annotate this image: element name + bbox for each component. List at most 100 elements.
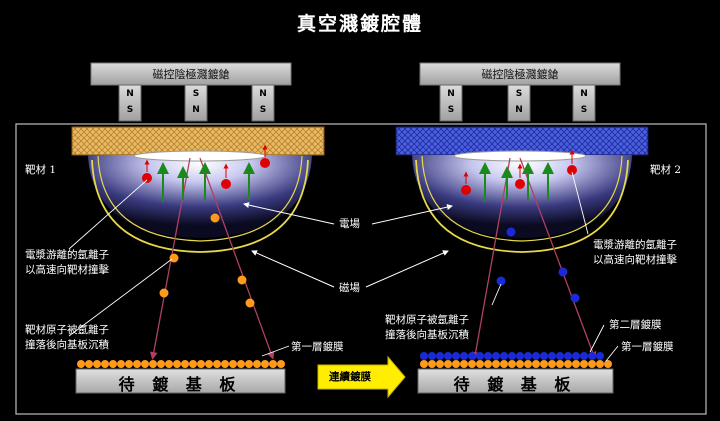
film-atom bbox=[500, 360, 508, 368]
film-atom bbox=[444, 352, 452, 360]
film-atom bbox=[476, 360, 484, 368]
continuous-deposition-arrow bbox=[317, 355, 406, 399]
magnetron-label-left: 磁控陰極濺鍍鎗 bbox=[152, 68, 230, 81]
film-atom bbox=[572, 352, 580, 360]
second-film-layer bbox=[420, 352, 604, 360]
magnet-pole-s: S bbox=[192, 89, 200, 99]
magnet-pole-s: S bbox=[126, 105, 134, 115]
film-atom bbox=[516, 352, 524, 360]
film-atom bbox=[580, 352, 588, 360]
film-atom bbox=[460, 360, 468, 368]
target-2 bbox=[395, 126, 649, 156]
atom-label-right-line2: 撞落後向基板沉積 bbox=[385, 329, 469, 341]
page-title: 真空濺鍍腔體 bbox=[296, 13, 423, 35]
film-atom bbox=[205, 360, 213, 368]
film-atom bbox=[117, 360, 125, 368]
magnet-pole-s: S bbox=[259, 105, 267, 115]
film-atom bbox=[500, 352, 508, 360]
film-atom bbox=[85, 360, 93, 368]
target-1-label: 靶材 1 bbox=[25, 164, 57, 176]
film-atom bbox=[532, 352, 540, 360]
film-atom bbox=[253, 360, 261, 368]
film-atom bbox=[221, 360, 229, 368]
atom-label-left-line2: 撞落後向基板沉積 bbox=[25, 339, 109, 351]
ion-label-right-line2: 以高速向靶材撞擊 bbox=[593, 254, 677, 266]
film-atom bbox=[532, 360, 540, 368]
film-atom bbox=[213, 360, 221, 368]
magnet-pole-n: N bbox=[580, 89, 588, 99]
film-atom bbox=[452, 352, 460, 360]
film-atom bbox=[101, 360, 109, 368]
film-atom bbox=[508, 352, 516, 360]
film-atom bbox=[596, 352, 604, 360]
film-atom bbox=[556, 352, 564, 360]
film-atom bbox=[548, 352, 556, 360]
film-atom bbox=[524, 360, 532, 368]
electric-field-label: 電場 bbox=[339, 218, 360, 230]
film-atom bbox=[564, 360, 572, 368]
target-2-label: 靶材 2 bbox=[650, 164, 682, 176]
film-atom bbox=[444, 360, 452, 368]
substrate-label-left: 待 鍍 基 板 bbox=[118, 375, 242, 394]
magnet-pole-s: S bbox=[580, 105, 588, 115]
continuous-deposition-label: 連續鍍膜 bbox=[329, 371, 371, 383]
film-atom bbox=[484, 352, 492, 360]
film-atom bbox=[149, 360, 157, 368]
film-atom bbox=[189, 360, 197, 368]
film-atom bbox=[596, 360, 604, 368]
film-atom bbox=[197, 360, 205, 368]
substrate-label-right: 待 鍍 基 板 bbox=[453, 375, 577, 394]
film-atom bbox=[540, 360, 548, 368]
film-atom bbox=[580, 360, 588, 368]
magnet-pole-n: N bbox=[447, 89, 455, 99]
plasma-region-left bbox=[88, 155, 312, 238]
film-atom bbox=[492, 352, 500, 360]
film-atom bbox=[109, 360, 117, 368]
magnetic-field-label: 磁場 bbox=[339, 282, 360, 294]
film-atom bbox=[548, 360, 556, 368]
film-atom bbox=[157, 360, 165, 368]
film-atom bbox=[420, 360, 428, 368]
film-atom bbox=[237, 360, 245, 368]
film-atom bbox=[77, 360, 85, 368]
first-film-layer-left bbox=[77, 360, 285, 368]
magnet-pole-s: S bbox=[515, 89, 523, 99]
first-layer-label-left: 第一層鍍膜 bbox=[291, 341, 344, 353]
film-atom bbox=[428, 352, 436, 360]
film-atom bbox=[572, 360, 580, 368]
film-atom bbox=[540, 352, 548, 360]
film-atom bbox=[588, 352, 596, 360]
film-atom bbox=[245, 360, 253, 368]
film-atom bbox=[564, 352, 572, 360]
film-atom bbox=[173, 360, 181, 368]
film-atom bbox=[436, 352, 444, 360]
film-atom bbox=[229, 360, 237, 368]
magnet-pole-n: N bbox=[192, 105, 200, 115]
left-assembly bbox=[68, 62, 325, 394]
film-atom bbox=[604, 360, 612, 368]
substrate-left bbox=[75, 368, 286, 394]
magnet-pole-n: N bbox=[259, 89, 267, 99]
magnet-pole-n: N bbox=[515, 105, 523, 115]
film-atom bbox=[125, 360, 133, 368]
film-atom bbox=[476, 352, 484, 360]
film-atom bbox=[468, 360, 476, 368]
film-atom bbox=[261, 360, 269, 368]
film-atom bbox=[468, 352, 476, 360]
film-atom bbox=[516, 360, 524, 368]
atom-label-right-line1: 靶材原子被氬離子 bbox=[385, 314, 469, 326]
magnet-pole-n: N bbox=[126, 89, 134, 99]
magnet-bar bbox=[439, 84, 596, 122]
film-atom bbox=[165, 360, 173, 368]
film-atom bbox=[588, 360, 596, 368]
ion-label-right-line1: 電漿游離的氬離子 bbox=[593, 239, 677, 251]
film-atom bbox=[141, 360, 149, 368]
atom-label-left-line1: 靶材原子被氬離子 bbox=[25, 324, 109, 336]
film-atom bbox=[436, 360, 444, 368]
ion-label-left-line1: 電漿游離的氬離子 bbox=[25, 249, 109, 261]
film-atom bbox=[133, 360, 141, 368]
magnet-bar bbox=[118, 84, 275, 122]
first-layer-label-right: 第一層鍍膜 bbox=[621, 341, 674, 353]
